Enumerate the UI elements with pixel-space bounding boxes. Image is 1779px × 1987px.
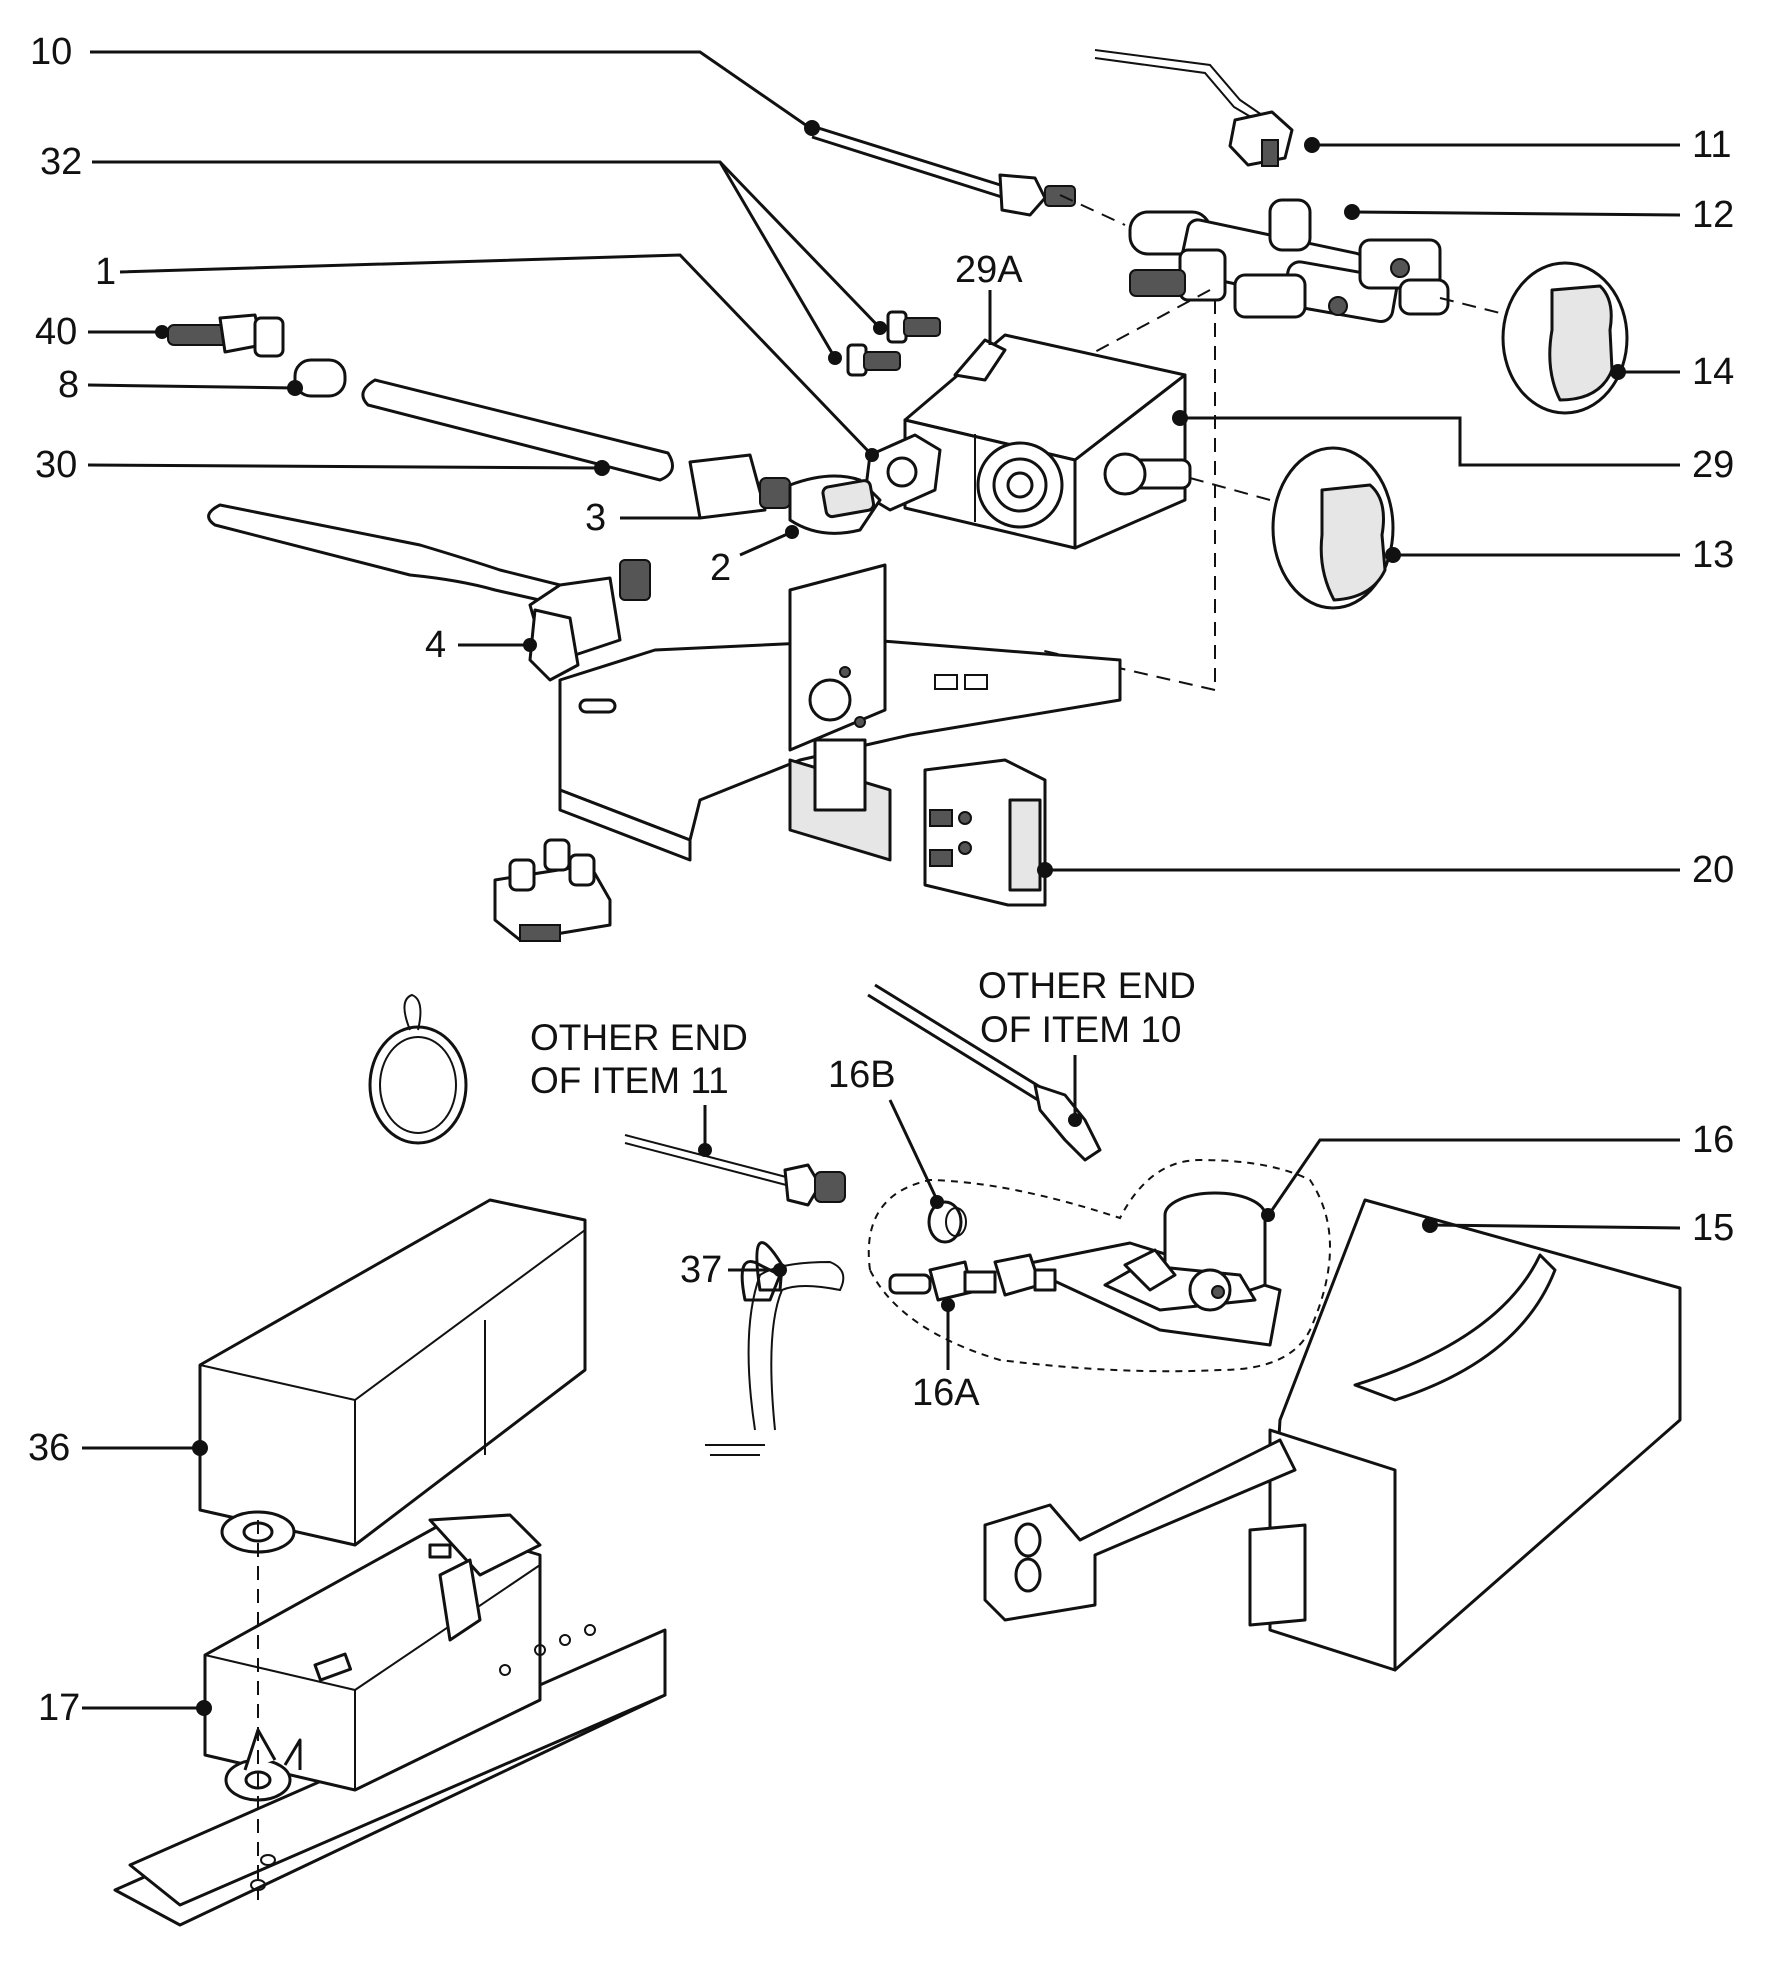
note-item10-line2: OF ITEM 10 bbox=[980, 1009, 1181, 1050]
ignitor-cover bbox=[198, 1198, 587, 1554]
leader-15 bbox=[1422, 1217, 1681, 1233]
leader-16 bbox=[1261, 1138, 1680, 1222]
callout-16b: 16B bbox=[828, 1054, 896, 1096]
pilot-tube-other-end bbox=[624, 1134, 846, 1207]
ignitor-module bbox=[113, 1513, 667, 1927]
callout-3: 3 bbox=[585, 497, 606, 539]
mounting-bracket bbox=[558, 563, 1122, 862]
leader-4 bbox=[458, 638, 537, 652]
callout-16: 16 bbox=[1692, 1119, 1734, 1161]
gas-valve-body bbox=[903, 333, 1192, 550]
callout-4: 4 bbox=[425, 624, 446, 666]
callout-16a: 16A bbox=[912, 1372, 980, 1414]
leader-17 bbox=[82, 1700, 212, 1716]
leader-item10-other-end bbox=[1068, 1055, 1082, 1127]
alignment-line bbox=[1439, 297, 1521, 319]
note-item11-line1: OTHER END bbox=[530, 1017, 748, 1058]
leader-29 bbox=[1172, 410, 1680, 467]
leader-10 bbox=[90, 50, 820, 136]
callout-11: 11 bbox=[1692, 124, 1731, 166]
thermocouple-tube-fitting bbox=[207, 503, 651, 682]
callout-29a: 29A bbox=[955, 249, 1023, 291]
alignment-line bbox=[1079, 289, 1211, 361]
thermocouple-other-end bbox=[867, 983, 1102, 1162]
burner-shield bbox=[983, 1198, 1682, 1672]
burner-assembly bbox=[867, 1158, 1331, 1373]
ground-wire bbox=[705, 1241, 845, 1456]
leader-40 bbox=[88, 325, 169, 339]
sleeve bbox=[293, 358, 347, 398]
leader-2 bbox=[739, 525, 799, 557]
callout-20: 20 bbox=[1692, 849, 1734, 891]
leader-20 bbox=[1037, 862, 1680, 878]
thermocouple-lead-upper bbox=[811, 125, 1076, 217]
note-item10-line1: OTHER END bbox=[978, 965, 1196, 1006]
valve-clip bbox=[953, 338, 1007, 382]
callout-2: 2 bbox=[710, 547, 731, 589]
leader-30 bbox=[87, 460, 610, 476]
callout-37: 37 bbox=[680, 1249, 722, 1291]
callout-32: 32 bbox=[40, 141, 82, 183]
alignment-line bbox=[1189, 477, 1271, 501]
callout-13: 13 bbox=[1692, 534, 1734, 576]
control-knob-upper bbox=[1501, 261, 1629, 415]
callout-40: 40 bbox=[35, 311, 77, 353]
inlet-fitting bbox=[167, 313, 285, 358]
rocker-switch bbox=[923, 758, 1047, 907]
leader-13 bbox=[1385, 547, 1680, 563]
leader-12 bbox=[1344, 204, 1681, 220]
callout-10: 10 bbox=[30, 31, 72, 73]
leader-item11-other-end bbox=[698, 1105, 712, 1157]
tee-fitting bbox=[1128, 198, 1450, 324]
mounting-screws bbox=[846, 310, 941, 377]
grommet bbox=[927, 1200, 967, 1244]
pilot-tube-nut bbox=[1094, 49, 1294, 167]
alignment-line bbox=[1059, 194, 1126, 226]
callout-1: 1 bbox=[95, 251, 116, 293]
leader-36 bbox=[82, 1440, 208, 1456]
callout-15: 15 bbox=[1692, 1207, 1734, 1249]
gas-tube bbox=[361, 378, 674, 482]
leader-16b bbox=[888, 1099, 944, 1209]
elbow-connector bbox=[688, 453, 882, 535]
leader-1 bbox=[119, 253, 879, 462]
leader-16a bbox=[941, 1298, 955, 1370]
leader-37 bbox=[728, 1263, 787, 1277]
callout-17: 17 bbox=[38, 1687, 80, 1729]
callout-14: 14 bbox=[1692, 351, 1734, 393]
leader-11 bbox=[1304, 137, 1680, 153]
terminal-block bbox=[493, 838, 612, 942]
control-knob-lower bbox=[1271, 446, 1395, 610]
callout-29: 29 bbox=[1692, 444, 1734, 486]
callout-30: 30 bbox=[35, 444, 77, 486]
leader-8 bbox=[87, 380, 303, 396]
callout-12: 12 bbox=[1692, 194, 1734, 236]
note-item11-line2: OF ITEM 11 bbox=[530, 1060, 729, 1101]
hose-clamp bbox=[368, 993, 468, 1145]
leader-14 bbox=[1610, 364, 1680, 380]
callout-36: 36 bbox=[28, 1427, 70, 1469]
leader-32 bbox=[92, 160, 887, 365]
callout-8: 8 bbox=[58, 364, 79, 406]
